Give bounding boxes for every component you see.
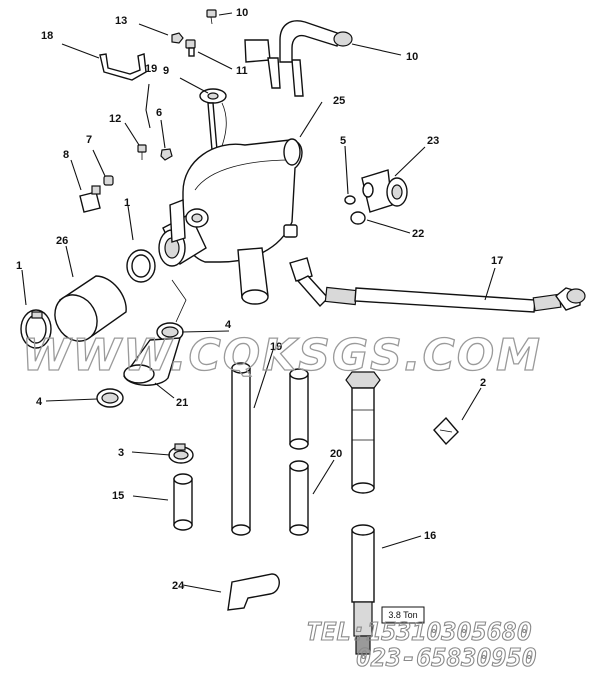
callout-21: 21 (176, 397, 188, 409)
part-10-tube-assembly (244, 20, 353, 97)
watermark-text: WWW.CQKSGS.COM (22, 330, 542, 381)
callout-9: 9 (163, 65, 169, 77)
leader-lines (21, 12, 496, 593)
callout-5: 5 (340, 135, 346, 147)
part-5-ring (344, 195, 356, 205)
part-21-elbow-hose (123, 337, 181, 386)
callout-22: 22 (412, 228, 424, 240)
callout-11: 11 (236, 65, 248, 77)
part-24-bracket (227, 573, 280, 611)
part-16-drain-tube (345, 371, 381, 655)
part-26-sleeve (54, 275, 127, 342)
part-13-nut (171, 32, 184, 44)
callout-4-mid: 4 (225, 319, 232, 331)
callout-3: 3 (118, 447, 124, 459)
callout-17: 17 (491, 255, 503, 267)
callout-2: 2 (480, 377, 486, 389)
callout-8: 8 (63, 149, 69, 161)
tag-label: 3.8 Ton (388, 610, 417, 620)
callout-1-upper: 1 (124, 197, 130, 209)
phone2-text: 023-65830950 (356, 643, 537, 672)
part-18-bracket (99, 53, 147, 81)
callout-12: 12 (109, 113, 121, 125)
part-14-bolt (206, 9, 217, 25)
callout-1-left: 1 (16, 260, 22, 272)
callout-23: 23 (427, 135, 439, 147)
part-19-tube (231, 362, 251, 536)
callout-14: 10 (236, 7, 248, 19)
part-25-housing (158, 138, 303, 305)
callout-19: 19 (270, 341, 282, 353)
part-23-elbow-fitting (361, 169, 408, 213)
callout-24: 24 (172, 580, 185, 592)
callout-10: 10 (406, 51, 418, 63)
phone-text: TEL:15310305680 (306, 617, 532, 646)
callout-4-low: 4 (36, 396, 43, 408)
callout-13: 13 (115, 15, 127, 27)
callout-18: 18 (41, 30, 53, 42)
part-1-clamp (20, 309, 52, 349)
callout-20: 20 (330, 448, 342, 460)
callout-labels: 10 13 11 18 10 9 25 19 12 6 7 8 5 23 22 … (16, 7, 503, 592)
part-8-bracket (79, 185, 101, 213)
part-4-clamp-low (96, 388, 124, 408)
part-22-ring (350, 211, 366, 225)
part-15-short-tube (173, 473, 193, 531)
part-20-tube (289, 368, 309, 536)
callout-16: 16 (424, 530, 436, 542)
part-16-tag: 3.8 Ton (381, 606, 425, 624)
callout-19-upper: 19 (145, 63, 157, 75)
callout-6: 6 (156, 107, 162, 119)
callout-15: 15 (112, 490, 124, 502)
part-3-clamp (168, 443, 194, 464)
callout-26: 26 (56, 235, 68, 247)
part-7-bolt (103, 175, 114, 186)
callout-7: 7 (86, 134, 92, 146)
part-11-bolt (185, 39, 196, 57)
part-17-hose (289, 257, 586, 313)
callout-25: 25 (333, 95, 345, 107)
part-2-clip (433, 416, 459, 446)
part-6-nut (160, 148, 173, 161)
part-1-clamp-upper (126, 249, 156, 283)
part-4-clamp-mid (156, 322, 184, 342)
part-12-bolt (137, 144, 147, 160)
